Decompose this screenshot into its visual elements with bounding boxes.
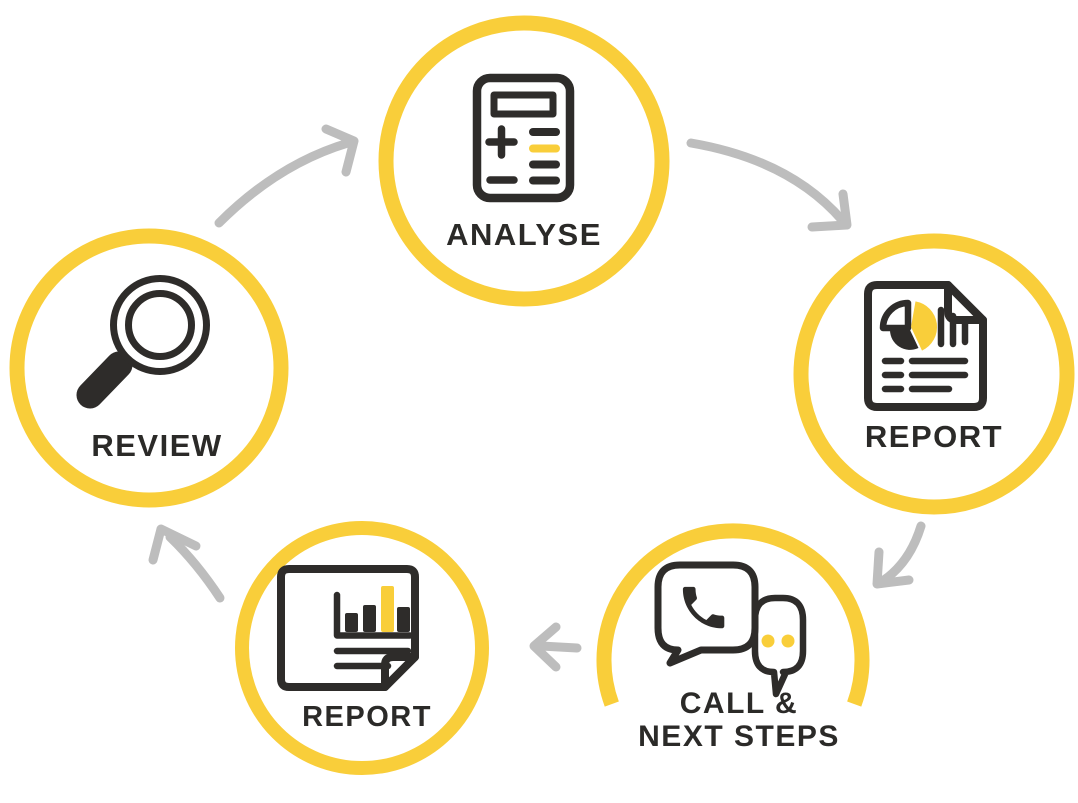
document-bar-chart-icon bbox=[277, 565, 419, 691]
label-review: REVIEW bbox=[91, 428, 223, 463]
document-pie-chart-icon bbox=[864, 281, 987, 411]
arrow-report-to-call bbox=[872, 521, 926, 589]
arrow-report-to-review bbox=[148, 524, 225, 603]
label-report-right: REPORT bbox=[864, 419, 1004, 454]
calculator-icon bbox=[472, 73, 575, 203]
label-report-bottom: REPORT bbox=[302, 701, 432, 733]
phone-chat-bubbles-icon bbox=[654, 561, 807, 698]
magnifying-glass-icon bbox=[76, 275, 210, 409]
label-call-next-steps: CALL & NEXT STEPS bbox=[638, 687, 840, 753]
arrow-analyse-to-report bbox=[686, 138, 852, 232]
arrow-review-to-analyse bbox=[214, 124, 359, 228]
label-analyse: ANALYSE bbox=[446, 217, 602, 252]
arrow-call-to-report bbox=[529, 622, 582, 672]
